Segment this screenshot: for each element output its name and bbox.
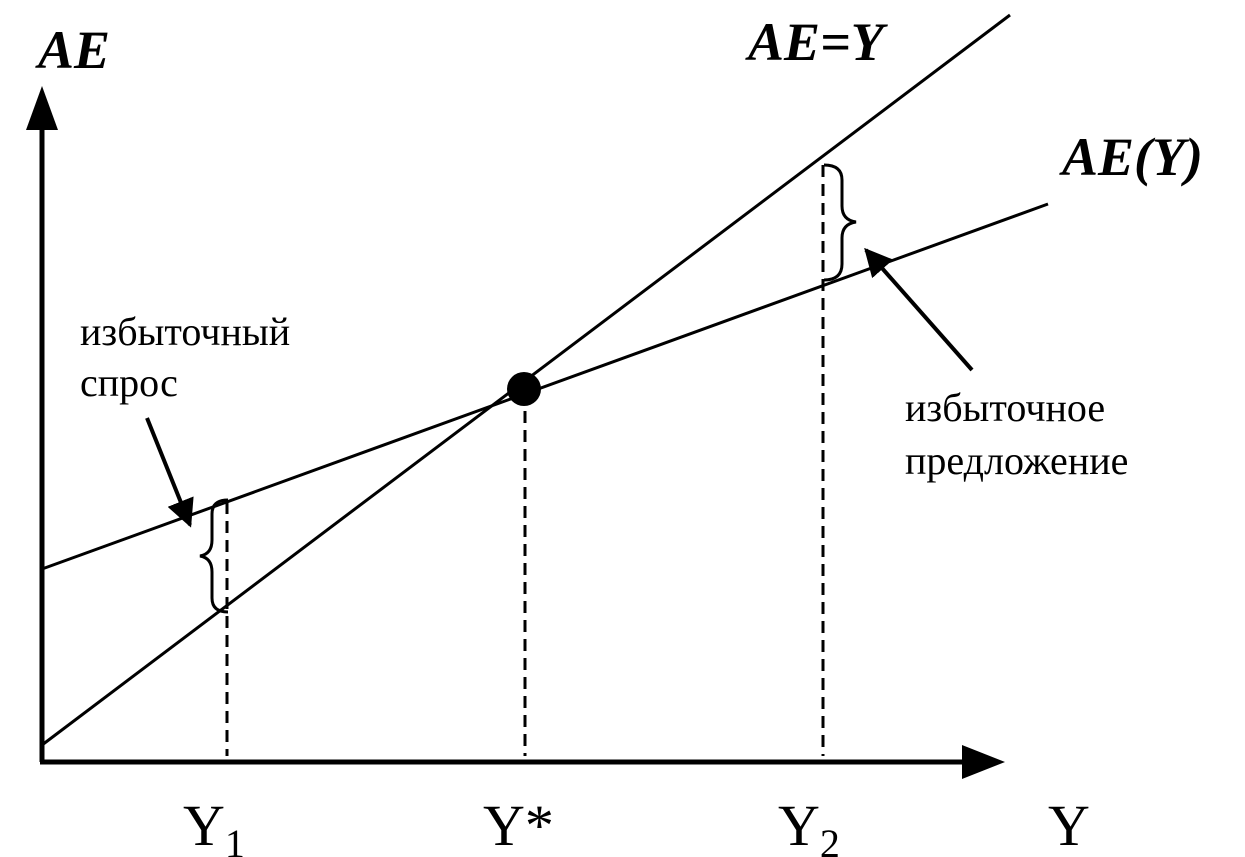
line-ae-of-y [41,202,1049,571]
x-axis-arrowhead [962,745,1005,779]
arrow-excess-supply-icon [864,247,974,372]
excess-demand-line1: избыточный [80,309,290,354]
excess-supply-line2: предложение [905,438,1128,483]
line-ae-label: AE(Y) [1059,127,1203,187]
line-45-label: AE=Y [745,12,889,72]
brace-excess-demand-icon [199,498,229,614]
y-axis-arrowhead [26,86,58,130]
brace-excess-supply-icon [823,163,857,282]
tick-y1: Y1 [183,793,245,857]
excess-supply-line1: избыточное [905,385,1105,430]
x-axis-label: Y [1048,793,1090,857]
excess-demand-line2: спрос [80,360,178,405]
tick-y2: Y2 [778,793,840,857]
tick-ystar: Y* [483,793,554,857]
y-axis-label: AE [35,20,110,80]
equilibrium-point [507,372,541,406]
arrow-excess-demand-icon [145,417,194,528]
